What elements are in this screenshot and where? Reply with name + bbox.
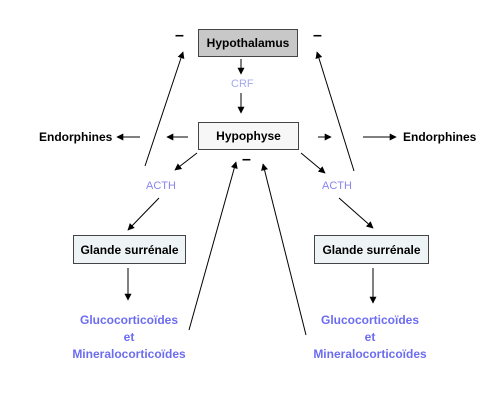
et-left-label: et <box>123 330 135 344</box>
arrow-gluco-right-feedback-hypophyse <box>261 163 307 336</box>
glucocorticoides-right-label: Glucocorticoïdes <box>320 313 420 327</box>
arrow-acth-left-to-glande-left <box>127 197 160 231</box>
arrow-gluco-left-feedback-hypophyse <box>188 161 238 331</box>
arrow-hypophyse-to-acth-left <box>174 152 198 171</box>
endorphines-left-label: Endorphines <box>39 130 113 144</box>
crf-label: CRF <box>231 78 254 90</box>
arrow-acth-left-feedback-up <box>144 51 185 167</box>
glande-surrenale-right-box: Glande surrénale <box>314 235 429 264</box>
endorphines-right-label: Endorphines <box>403 130 477 144</box>
inhibition-sign-top-left: – <box>175 27 184 44</box>
acth-right-label: ACTH <box>322 180 352 192</box>
inhibition-sign-center: – <box>242 151 251 168</box>
hypophyse-box: Hypophyse <box>198 122 299 150</box>
arrow-acth-right-feedback-up <box>315 51 355 172</box>
arrow-hypophyse-to-acth-right <box>300 152 326 174</box>
acth-left-label: ACTH <box>146 180 176 192</box>
glucocorticoides-left-label: Glucocorticoïdes <box>79 313 179 327</box>
inhibition-sign-top-right: – <box>313 27 322 44</box>
hypothalamus-box: Hypothalamus <box>198 29 298 57</box>
arrow-acth-right-to-glande-right <box>338 197 374 229</box>
et-right-label: et <box>364 330 376 344</box>
glande-surrenale-left-box: Glande surrénale <box>73 235 186 264</box>
mineralocorticoides-left-label: Mineralocorticoïdes <box>72 347 186 361</box>
mineralocorticoides-right-label: Mineralocorticoïdes <box>313 347 427 361</box>
